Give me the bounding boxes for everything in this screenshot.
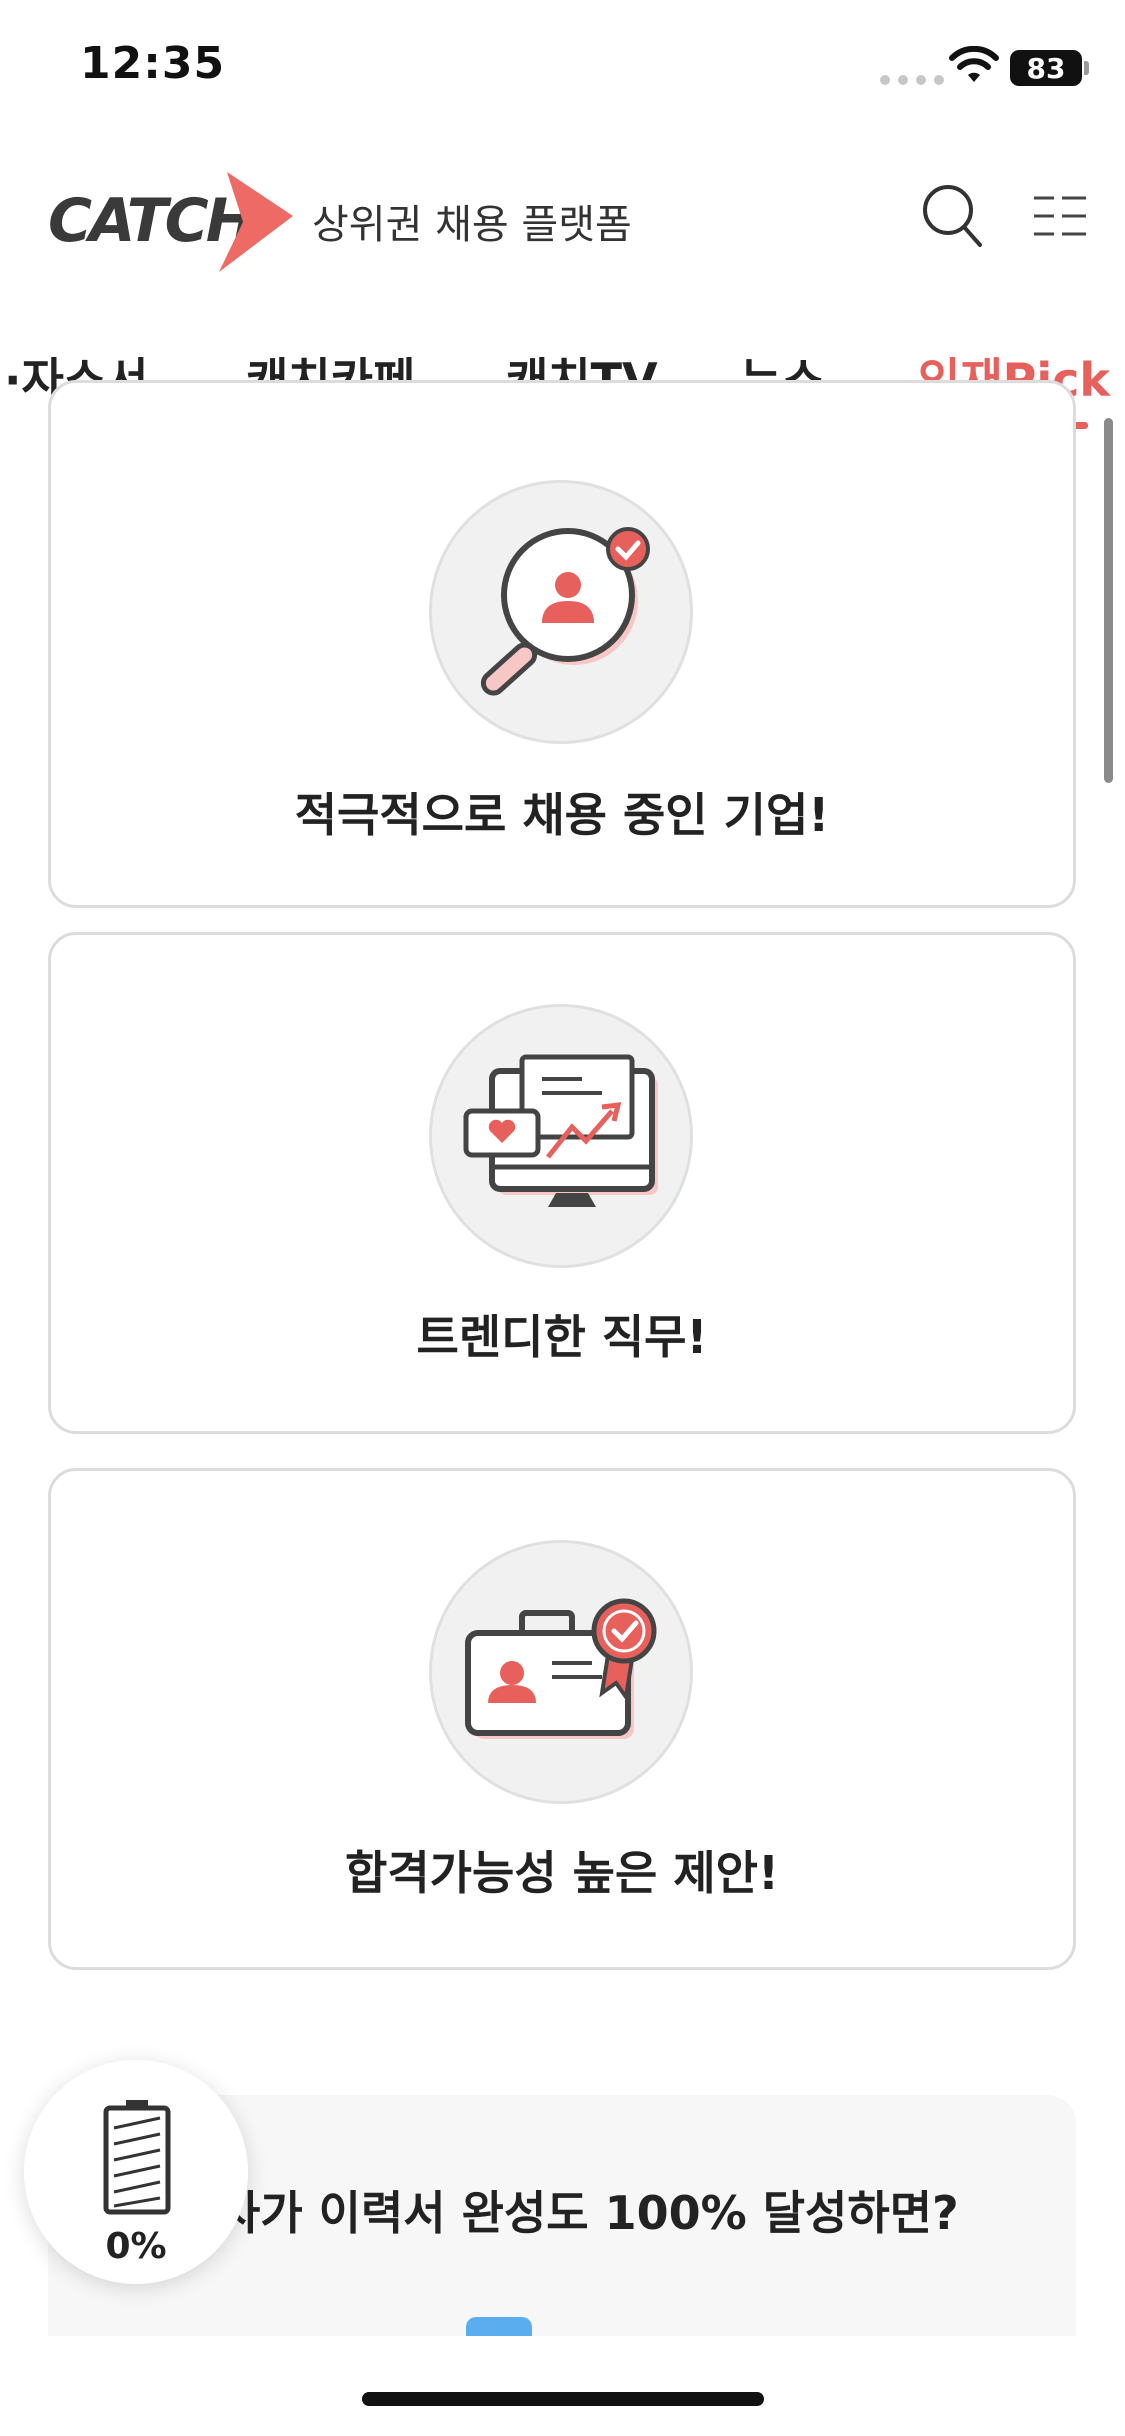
status-bar: 12:35 83 — [0, 0, 1125, 140]
card-illustration — [429, 1004, 693, 1268]
app-header: CATCH 상위권 채용 플랫폼 — [0, 160, 1125, 280]
progress-label: 0% — [105, 2226, 167, 2267]
card-title: 합격가능성 높은 제안! — [345, 1846, 779, 1900]
card-title: 트렌디한 직무! — [416, 1310, 708, 1364]
magnifier-person-icon — [480, 527, 650, 696]
card-illustration — [429, 480, 693, 744]
monitor-trend-icon — [463, 1054, 658, 1207]
battery-icon: 83 — [1010, 50, 1082, 86]
tagline: 상위권 채용 플랫폼 — [312, 202, 632, 248]
bottom-safe-area — [0, 2336, 1125, 2436]
battery-progress-icon — [103, 2100, 171, 2215]
briefcase-badge-icon — [465, 1598, 657, 1739]
wifi-icon — [949, 46, 999, 82]
signal-dots-icon — [880, 75, 944, 85]
menu-icon[interactable] — [1032, 192, 1088, 240]
scrollbar[interactable] — [1104, 418, 1113, 783]
logo-arrow-icon — [219, 172, 293, 272]
card-active-hiring[interactable]: 적극적으로 채용 중인 기업! — [48, 380, 1076, 908]
card-illustration — [429, 1540, 693, 1804]
status-time: 12:35 — [80, 38, 226, 89]
card-trendy-jobs[interactable]: 트렌디한 직무! — [48, 932, 1076, 1434]
home-indicator[interactable] — [362, 2392, 764, 2406]
logo-text: CATCH — [48, 186, 256, 256]
catch-logo[interactable]: CATCH — [48, 172, 293, 272]
promo-text: 자가 이력서 완성도 100% 달성하면? — [218, 2186, 959, 2240]
card-title: 적극적으로 채용 중인 기업! — [294, 788, 830, 842]
resume-progress-button[interactable]: 0% — [24, 2060, 248, 2284]
card-high-pass-offers[interactable]: 합격가능성 높은 제안! — [48, 1468, 1076, 1970]
battery-tip — [1084, 61, 1089, 75]
search-icon[interactable] — [920, 182, 984, 250]
